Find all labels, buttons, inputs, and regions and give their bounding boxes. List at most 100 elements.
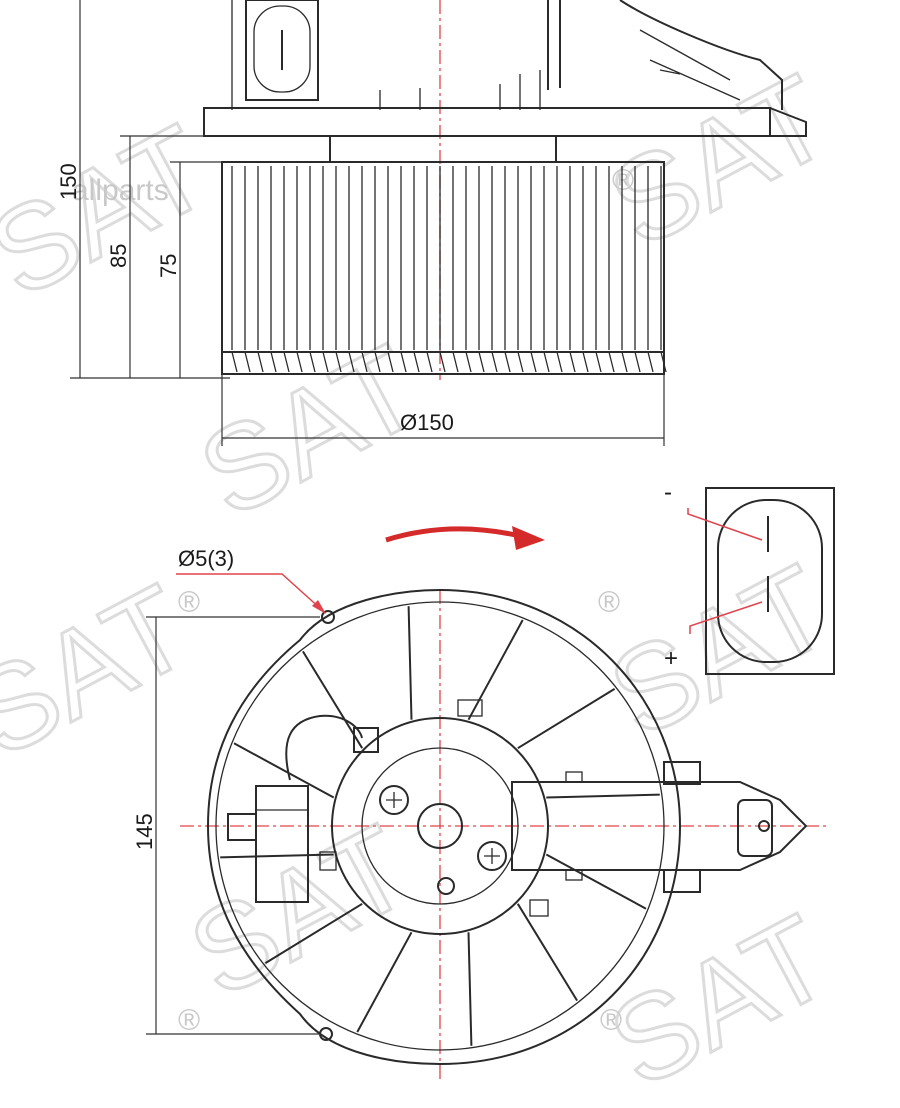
front-view: 145 Ø5(3) <box>132 546 830 1080</box>
side-flange-lip <box>769 107 807 137</box>
fan-blade-tip <box>491 351 498 373</box>
fan-blade-tip <box>543 351 550 373</box>
front-housing <box>206 588 682 1066</box>
rotation-arrow-icon <box>385 526 545 550</box>
fan-blade-tip <box>530 351 537 373</box>
fan-blade-tip <box>335 351 342 373</box>
resistor-latch-top <box>565 771 583 783</box>
fan-spoke <box>233 742 335 799</box>
dim-85-label: 85 <box>106 244 131 268</box>
fan-blade-tip <box>621 351 628 373</box>
left-connector-tab <box>227 813 257 841</box>
fan-blade-tip <box>517 351 524 373</box>
shaft-hole <box>417 803 463 849</box>
fan-spoke <box>467 619 524 721</box>
resistor-clip-bottom <box>663 869 701 893</box>
pin-negative-label: - <box>664 479 672 506</box>
fan-blade-tip <box>413 351 420 373</box>
fan-blade-tip <box>478 351 485 373</box>
pinout-leader-negative <box>687 508 763 541</box>
hub-pin <box>437 877 455 895</box>
fan-spoke <box>467 932 473 1046</box>
screw-bottom-right-slot <box>484 848 500 864</box>
fan-blade-tip <box>400 351 407 373</box>
fan-blade-tip <box>647 351 654 373</box>
side-view: 150 85 75 Ø150 <box>56 0 807 446</box>
pinout-housing <box>705 487 835 675</box>
connector-pinout: - + <box>664 479 835 675</box>
fan-blade-tip <box>309 351 316 373</box>
side-cover-tabs <box>379 70 541 110</box>
fan-blade-tip <box>374 351 381 373</box>
fan-blade-tip <box>504 351 511 373</box>
registered-icon: ® <box>178 1004 200 1037</box>
motor-hub-inner <box>361 747 519 905</box>
mount-hole-leader <box>176 573 323 611</box>
fan-spoke <box>546 793 660 799</box>
mount-hole-label: Ø5(3) <box>178 546 234 571</box>
fan-blade-tip <box>387 351 394 373</box>
registered-icon: ® <box>600 1004 622 1037</box>
front-spokes <box>220 606 660 1046</box>
side-cover-edge <box>547 0 783 110</box>
fan-spoke <box>356 931 413 1033</box>
allparts-watermark: allparts <box>72 174 169 207</box>
watermark-logo: SAT <box>0 99 230 323</box>
side-cover-ribs <box>639 29 741 101</box>
motor-hub-outer <box>331 717 549 935</box>
left-clip <box>319 851 337 871</box>
fan-blade-tip <box>439 351 446 373</box>
fan-blade-tip <box>348 351 355 373</box>
registered-icon: ® <box>598 586 620 619</box>
hub-latch-top <box>457 699 483 717</box>
side-fan-wheel <box>221 161 665 375</box>
dim-150-label: 150 <box>56 163 81 200</box>
fan-spoke <box>264 902 363 964</box>
resistor-latch-bottom <box>565 869 583 881</box>
watermark-logo: SAT <box>589 889 850 1108</box>
pinout-plug <box>717 499 823 663</box>
resistor-clip-top <box>663 761 701 785</box>
mount-hole-top <box>321 610 335 624</box>
fan-blade-tip <box>660 351 667 373</box>
resistor-terminal-hole <box>758 820 770 832</box>
dim-75-label: 75 <box>156 254 181 278</box>
registered-icon: ® <box>178 586 200 619</box>
screw-bottom-right <box>477 841 507 871</box>
fan-spoke <box>545 853 647 910</box>
sat-watermark: SAT SAT SAT SAT SAT SAT SAT ® ® ® ® ® <box>0 48 852 1108</box>
fan-blade-tip <box>608 351 615 373</box>
resistor-terminal <box>737 799 773 857</box>
fan-blade-tip <box>231 351 238 373</box>
fan-blade-tip <box>465 351 472 373</box>
fan-spoke <box>516 903 578 1002</box>
dim-145-label: 145 <box>132 813 157 850</box>
pinout-leader-positive <box>689 601 763 634</box>
fan-spoke <box>517 688 616 750</box>
front-housing-inner <box>215 601 665 1051</box>
fan-blade-tip <box>361 351 368 373</box>
pin-positive-label: + <box>664 645 678 672</box>
fan-blade-tip <box>582 351 589 373</box>
screw-top-left-slot <box>386 792 402 808</box>
screw-top-left <box>379 785 409 815</box>
fan-blade-tip <box>595 351 602 373</box>
fan-blade-tip <box>556 351 563 373</box>
fan-blade-tip <box>452 351 459 373</box>
fan-spoke <box>302 650 364 749</box>
side-hub <box>329 135 557 163</box>
mount-hole-leader-arrow <box>312 600 326 614</box>
fan-blade-tip <box>244 351 251 373</box>
wire-clip <box>353 727 379 753</box>
fan-blade-tip <box>296 351 303 373</box>
fan-spoke <box>220 853 334 859</box>
fan-blade-tip <box>322 351 329 373</box>
hub-latch-bottom <box>529 899 549 917</box>
fan-blade-tip <box>257 351 264 373</box>
side-connector <box>245 0 319 101</box>
fan-blade-tip <box>634 351 641 373</box>
watermark-logo: SAT <box>589 539 850 763</box>
resistor-module <box>511 781 808 871</box>
left-connector-block <box>255 785 309 903</box>
